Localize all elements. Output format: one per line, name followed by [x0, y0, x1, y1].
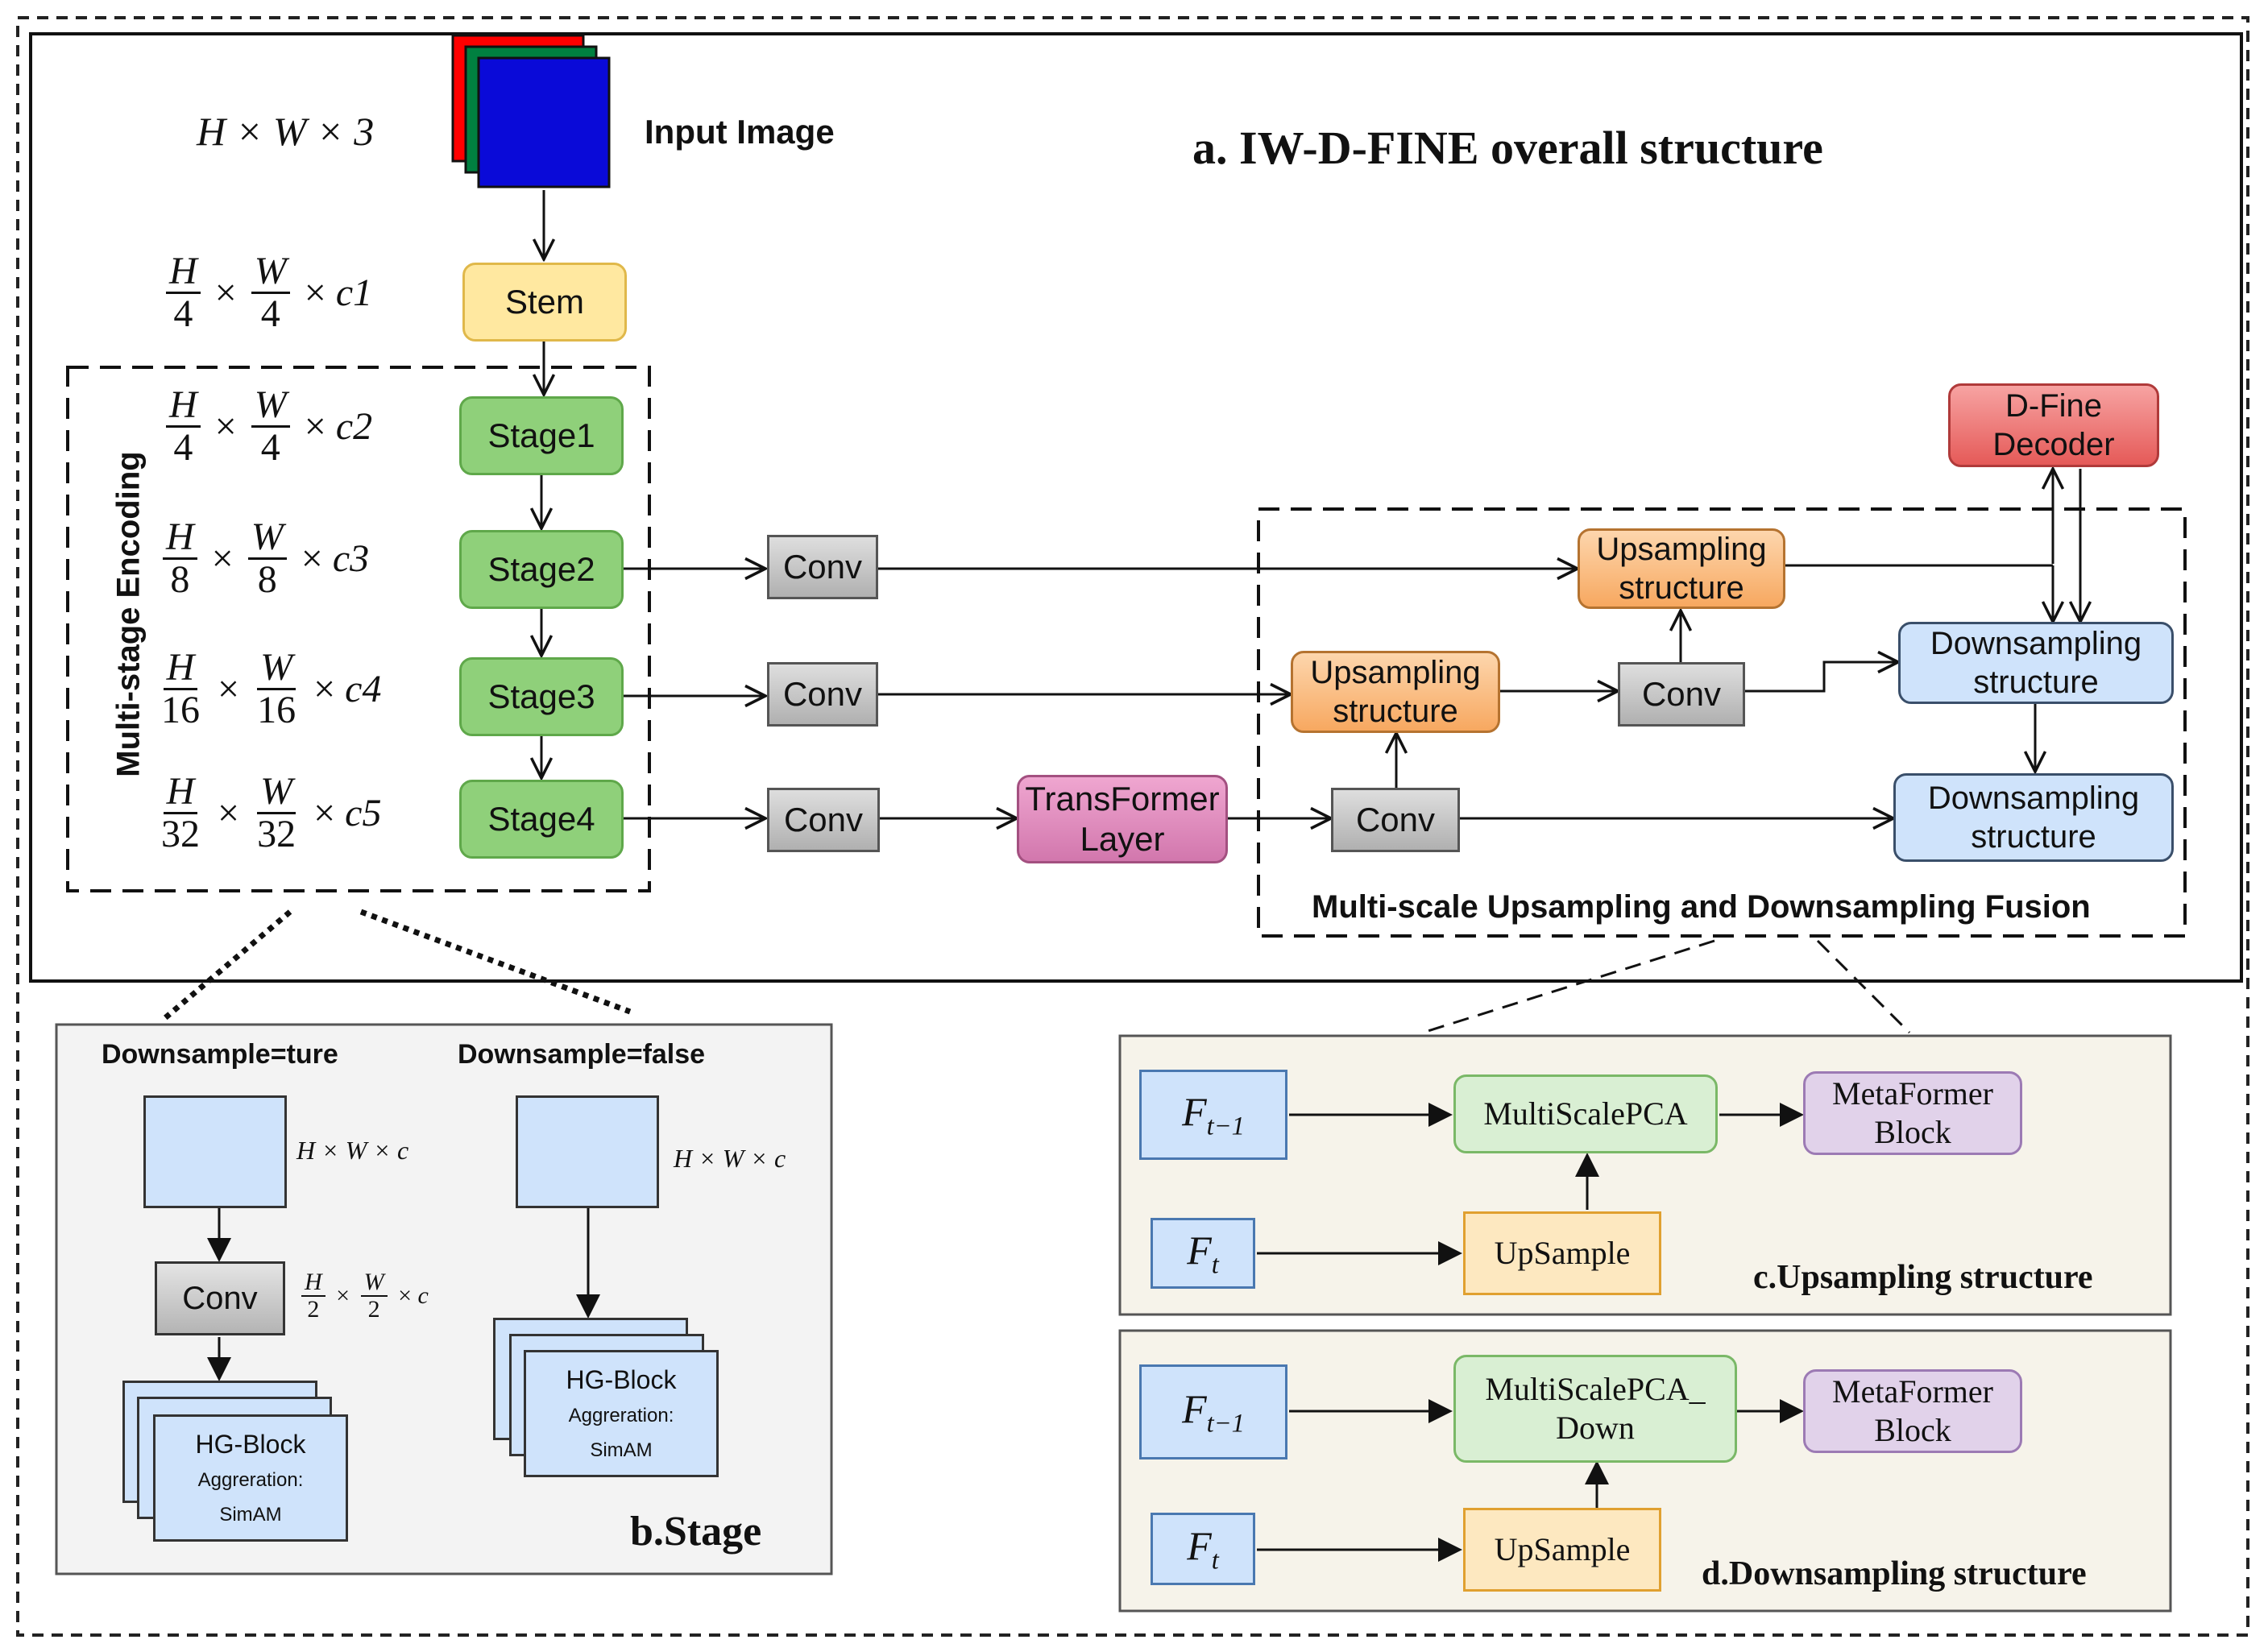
stem-label: Stem: [504, 282, 585, 321]
up-metaformer-box: MetaFormer Block: [1803, 1071, 2022, 1155]
up-upsample-box: UpSample: [1463, 1211, 1661, 1295]
input-blue-layer: [477, 56, 611, 188]
encoding-dashed-border: [66, 366, 651, 892]
fusion-label: Multi-scale Upsampling and Downsampling …: [1312, 889, 2091, 925]
feature-map-right: [516, 1095, 659, 1208]
upsampling-structure-top: Upsampling structure: [1578, 528, 1785, 609]
dim-left: H × W × c: [296, 1136, 409, 1165]
feature-map-left: [143, 1095, 287, 1208]
stage3-label: Stage3: [487, 677, 595, 715]
conv-stage2: Conv: [767, 535, 878, 599]
outer-dashed-border: [16, 16, 2249, 1637]
conv-fusion-bottom: Conv: [1331, 788, 1460, 852]
downsampling-structure-top: Downsampling structure: [1898, 622, 2174, 704]
stage-right-heading: Downsample=false: [458, 1039, 706, 1070]
down-metaformer-box: MetaFormer Block: [1803, 1369, 2022, 1453]
hg-block-right: HG-Block Aggreration: SimAM: [524, 1350, 719, 1477]
transformer-layer-box: TransFormer Layer: [1017, 775, 1228, 863]
downsampling-structure-bottom: Downsampling structure: [1893, 773, 2174, 862]
down-upsample-box: UpSample: [1463, 1508, 1661, 1592]
stem-box: Stem: [462, 263, 627, 342]
up-ft1-box: Ft−1: [1139, 1070, 1287, 1160]
down-pca-box: MultiScalePCA_ Down: [1453, 1355, 1737, 1463]
stage2-box: Stage2: [459, 530, 624, 609]
fusion-dashed-border: [1257, 507, 2187, 938]
stage-conv-box: Conv: [155, 1261, 285, 1335]
up-pca-box: MultiScalePCA: [1453, 1074, 1718, 1153]
conv-stage3: Conv: [767, 662, 878, 727]
up-ft-box: Ft: [1151, 1218, 1255, 1289]
up-panel-title: c.Upsampling structure: [1753, 1259, 2093, 1296]
dfine-decoder-box: D-Fine Decoder: [1948, 383, 2159, 467]
stage-panel-title: b.Stage: [630, 1509, 762, 1555]
dim-right: H × W × c: [674, 1144, 786, 1173]
upsampling-structure-middle: Upsampling structure: [1291, 651, 1500, 733]
stage3-box: Stage3: [459, 657, 624, 736]
encoding-label: Multi-stage Encoding: [110, 451, 147, 777]
stage2-label: Stage2: [487, 549, 595, 588]
down-ft1-box: Ft−1: [1139, 1364, 1287, 1459]
title-a: a. IW-D-FINE overall structure: [1192, 122, 1823, 174]
down-ft-box: Ft: [1151, 1513, 1255, 1585]
panel-a-border: [29, 32, 2243, 983]
stage1-box: Stage1: [459, 396, 624, 475]
stage4-label: Stage4: [487, 799, 595, 838]
conv-fusion-middle: Conv: [1618, 662, 1745, 727]
stage4-box: Stage4: [459, 780, 624, 859]
stage-left-heading: Downsample=ture: [102, 1039, 338, 1070]
input-dim-label: H × W × 3: [197, 109, 375, 154]
input-image-label: Input Image: [645, 113, 835, 151]
hg-block-left: HG-Block Aggreration: SimAM: [153, 1414, 348, 1542]
down-panel-title: d.Downsampling structure: [1702, 1555, 2087, 1592]
stage1-label: Stage1: [487, 416, 595, 454]
conv-stage4: Conv: [767, 788, 880, 852]
